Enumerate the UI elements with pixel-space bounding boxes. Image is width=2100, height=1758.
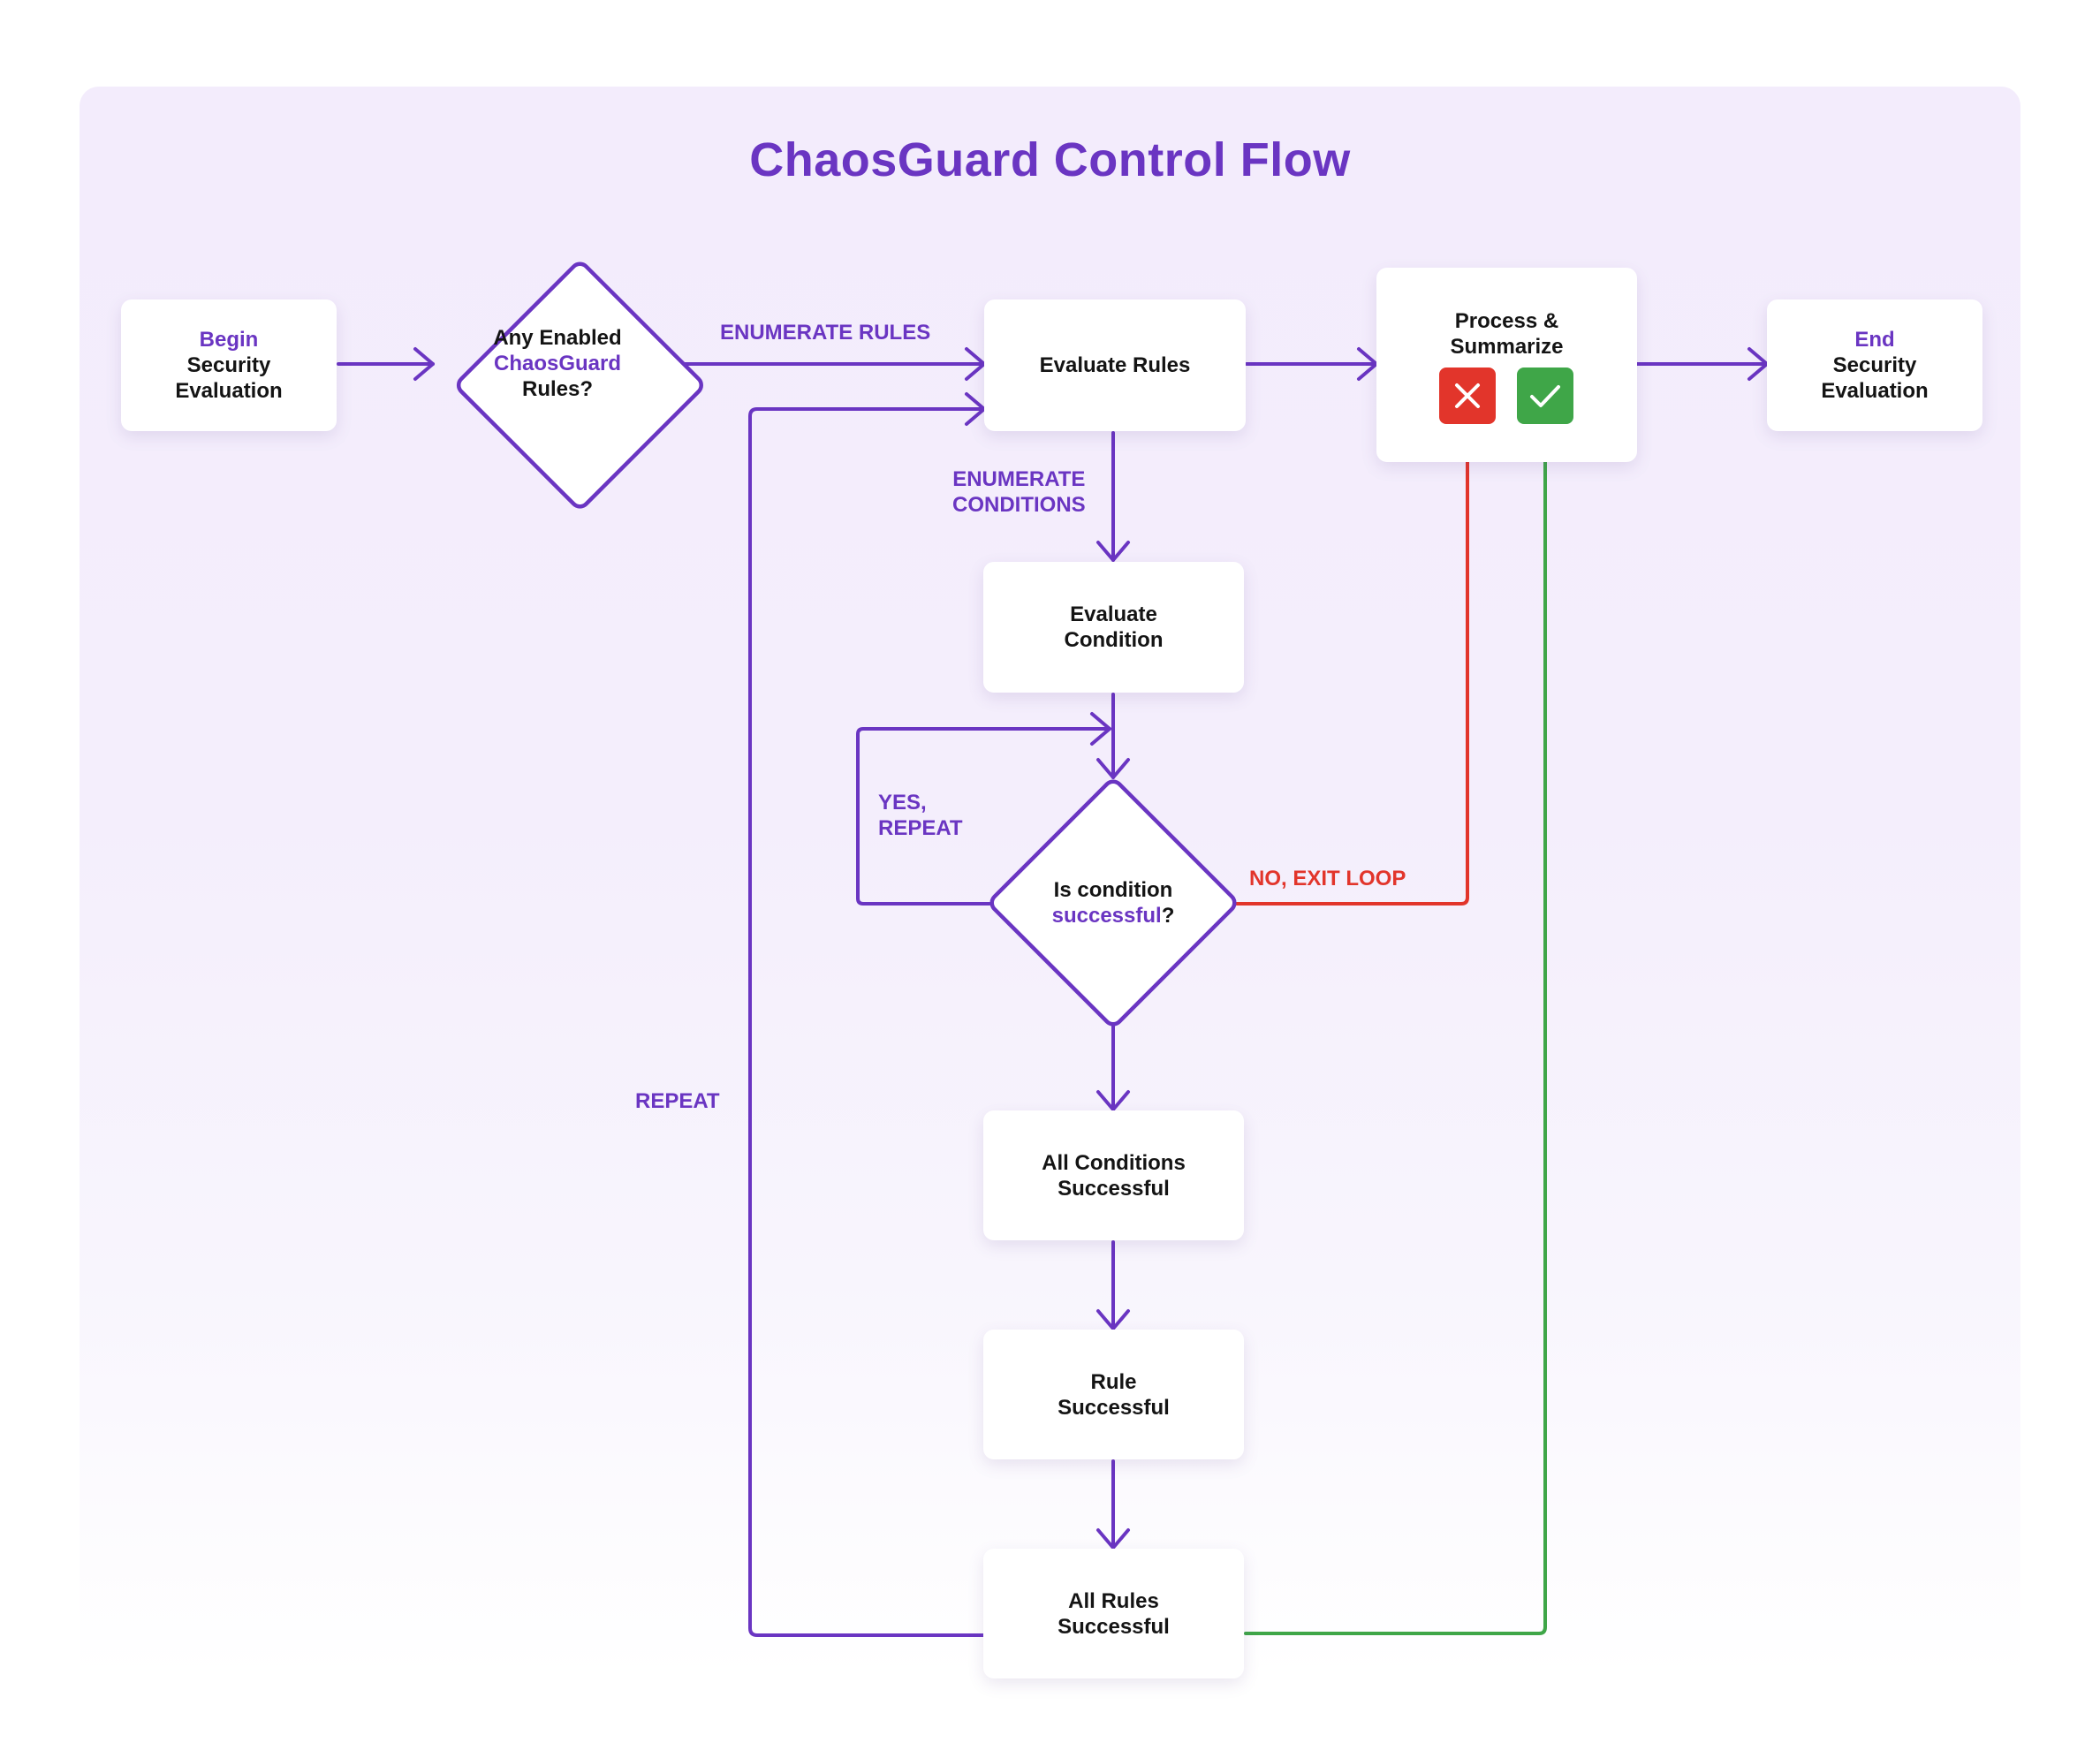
edge-label-repeat: REPEAT: [635, 1089, 720, 1113]
node-all-rules-line1: All Rules: [1068, 1588, 1159, 1613]
decision-is-condition-text: Is condition successful?: [1025, 877, 1202, 928]
node-process-line1: Process &: [1454, 309, 1559, 333]
arrowhead: [1096, 1309, 1130, 1330]
edge-no-exit-loop: [1235, 424, 1469, 906]
node-process-line2: Summarize: [1450, 335, 1564, 359]
node-begin-security-evaluation: Begin Security Evaluation: [121, 299, 337, 431]
edge-label-enumerate-conditions: ENUMERATE CONDITIONS: [952, 466, 1086, 518]
node-begin-line3: Evaluation: [175, 379, 283, 403]
node-all-conditions-line2: Successful: [1058, 1176, 1170, 1201]
decision-any-enabled-diamond: [456, 261, 703, 509]
arrowhead: [1090, 712, 1111, 746]
node-evaluate-rules-label: Evaluate Rules: [1039, 353, 1191, 377]
x-mark-icon: [1455, 383, 1480, 408]
arrowhead: [1096, 541, 1130, 562]
diagram-title: ChaosGuard Control Flow: [749, 133, 1351, 186]
node-rule-successful: Rule Successful: [983, 1330, 1244, 1459]
edge-label-yes-line1: YES,: [878, 791, 927, 815]
decision-any-enabled-text: Any Enabled ChaosGuard Rules?: [469, 325, 646, 402]
decision-is-condition-line1: Is condition: [1053, 878, 1173, 902]
node-evaluate-condition: Evaluate Condition: [983, 562, 1244, 693]
node-begin-keyword: Begin: [199, 328, 259, 352]
edge-label-enumerate-rules: ENUMERATE RULES: [720, 321, 931, 345]
edge-repeat-loop: [748, 407, 986, 1637]
arrowhead: [413, 347, 435, 381]
node-all-conditions-successful: All Conditions Successful: [983, 1110, 1244, 1240]
arrowhead: [1096, 1528, 1130, 1550]
node-end-keyword: End: [1854, 328, 1895, 352]
decision-any-enabled-line3: Rules?: [521, 377, 593, 401]
node-all-conditions-line1: All Conditions: [1042, 1150, 1186, 1175]
edge-label-yes-repeat: YES, REPEAT: [878, 790, 963, 841]
node-process-summarize: Process & Summarize: [1376, 268, 1637, 462]
decision-any-enabled-line1: Any Enabled: [493, 326, 622, 350]
node-evaluate-rules: Evaluate Rules: [984, 299, 1246, 431]
decision-is-condition-diamond: [989, 779, 1237, 1027]
node-all-rules-successful: All Rules Successful: [983, 1549, 1244, 1678]
edge-label-yes-line2: REPEAT: [878, 816, 963, 840]
node-end-line3: Evaluation: [1821, 379, 1929, 403]
arrowhead: [1096, 758, 1130, 779]
node-rule-successful-line2: Successful: [1058, 1395, 1170, 1420]
edge-label-enumerate-conditions-line1: ENUMERATE: [952, 467, 1086, 491]
node-evaluate-condition-line2: Condition: [1064, 628, 1164, 652]
edge-yes-repeat: [856, 727, 1111, 906]
node-all-rules-line2: Successful: [1058, 1614, 1170, 1639]
edge-label-no-exit-loop: NO, EXIT LOOP: [1249, 867, 1406, 890]
success-badge: [1517, 368, 1573, 424]
check-mark-icon: [1530, 385, 1560, 407]
decision-is-condition-suffix: ?: [1161, 904, 1175, 928]
decision-is-condition-highlight: successful: [1051, 904, 1162, 928]
node-begin-line2: Security: [186, 353, 271, 377]
decision-is-condition-line2: successful?: [1025, 903, 1202, 928]
node-evaluate-condition-line1: Evaluate: [1070, 602, 1157, 626]
node-rule-successful-line1: Rule: [1090, 1369, 1137, 1394]
edge-label-enumerate-conditions-line2: CONDITIONS: [952, 493, 1086, 517]
node-end-line2: Security: [1832, 353, 1917, 377]
edge-all-rules-success: [1244, 424, 1547, 1635]
arrowhead: [1096, 1090, 1130, 1111]
decision-any-enabled-brand: ChaosGuard: [493, 352, 622, 375]
node-end-security-evaluation: End Security Evaluation: [1767, 299, 1982, 431]
fail-badge: [1439, 368, 1496, 424]
